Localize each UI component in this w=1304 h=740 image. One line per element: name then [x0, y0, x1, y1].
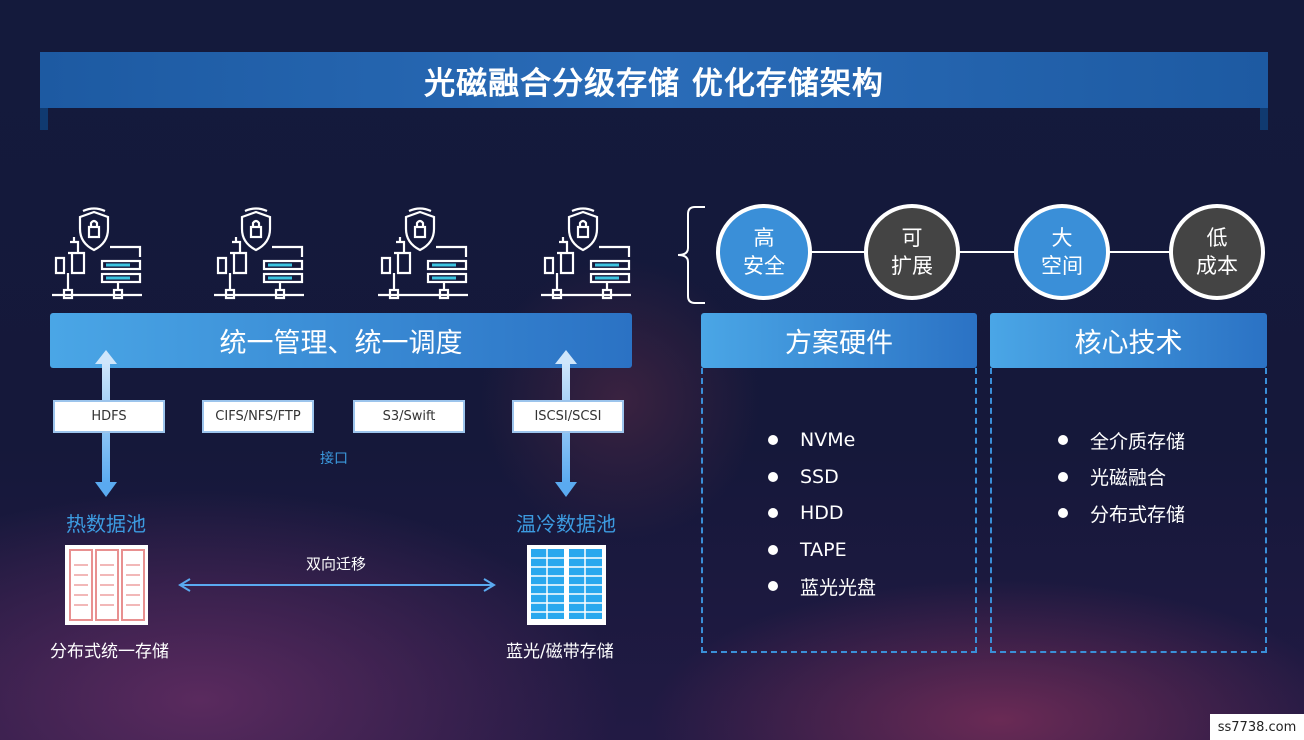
item-text: NVMe [800, 429, 856, 452]
migration-arrow [178, 578, 496, 592]
title-banner: 光磁融合分级存储 优化存储架构 [40, 52, 1268, 108]
feature-large-space: 大空间 [1014, 204, 1110, 300]
hardware-panel [701, 368, 977, 653]
interface-label-text: 接口 [320, 451, 348, 467]
bullet-icon [1058, 508, 1068, 519]
list-item: 蓝光光盘 [768, 568, 876, 605]
bullet-icon [768, 435, 778, 446]
bullet-icon [1058, 435, 1068, 446]
list-item: 分布式存储 [1058, 495, 1185, 532]
item-text: 蓝光光盘 [800, 576, 877, 599]
interface-hdfs: HDFS [53, 400, 165, 433]
feature-line2: 空间 [1041, 254, 1083, 278]
migration-label: 双向迁移 [306, 555, 367, 573]
interface-iscsi-scsi: ISCSI/SCSI [512, 400, 624, 433]
tech-title: 核心技术 [1074, 328, 1183, 359]
interface-label: HDFS [91, 409, 127, 424]
bullet-icon [768, 581, 778, 592]
item-text: 光磁融合 [1090, 467, 1167, 490]
feature-high-security: 高安全 [716, 204, 812, 300]
banner-fold-right [1260, 108, 1268, 130]
list-item: 全介质存储 [1058, 422, 1185, 459]
interface-cifs-nfs-ftp: CIFS/NFS/FTP [202, 400, 314, 433]
hardware-header: 方案硬件 [701, 313, 977, 368]
page-title: 光磁融合分级存储 优化存储架构 [424, 65, 884, 102]
management-bar-label: 统一管理、统一调度 [219, 328, 463, 359]
feature-line1: 低 [1206, 226, 1228, 250]
tech-list: 全介质存储 光磁融合 分布式存储 [1058, 422, 1185, 532]
list-item: SSD [768, 459, 876, 496]
feature-line2: 安全 [743, 254, 785, 278]
tech-panel [990, 368, 1267, 653]
feature-line1: 大 [1051, 226, 1073, 250]
secure-server-icon [541, 205, 633, 305]
tech-header: 核心技术 [990, 313, 1267, 368]
feature-scalable: 可扩展 [864, 204, 960, 300]
cold-storage-label: 蓝光/磁带存储 [506, 642, 614, 662]
interface-s3-swift: S3/Swift [353, 400, 465, 433]
management-bar: 统一管理、统一调度 [50, 313, 632, 368]
hardware-title: 方案硬件 [785, 328, 893, 359]
feature-low-cost: 低成本 [1169, 204, 1265, 300]
racks [65, 545, 606, 625]
hot-pool-label: 热数据池 [66, 512, 146, 536]
banner-fold-left [40, 108, 48, 130]
interface-label: ISCSI/SCSI [534, 409, 602, 424]
hot-storage-label: 分布式统一存储 [50, 642, 169, 662]
bracket [677, 206, 705, 304]
list-item: TAPE [768, 532, 876, 569]
bullet-icon [768, 471, 778, 482]
interface-label: S3/Swift [382, 409, 436, 424]
feature-line1: 高 [753, 226, 775, 250]
list-item: HDD [768, 495, 876, 532]
item-text: 分布式存储 [1090, 503, 1186, 526]
bullet-icon [768, 508, 778, 519]
interface-label: CIFS/NFS/FTP [215, 409, 301, 424]
feature-line1: 可 [901, 226, 923, 250]
item-text: SSD [800, 465, 839, 488]
feature-line2: 成本 [1196, 254, 1238, 278]
bullet-icon [768, 544, 778, 555]
item-text: HDD [800, 502, 844, 525]
cold-pool-label: 温冷数据池 [516, 512, 616, 536]
watermark: ss7738.com [1210, 714, 1304, 740]
list-item: 光磁融合 [1058, 459, 1185, 496]
item-text: 全介质存储 [1090, 430, 1186, 453]
item-text: TAPE [800, 538, 847, 561]
hardware-list: NVMe SSD HDD TAPE 蓝光光盘 [768, 422, 876, 605]
bullet-icon [1058, 471, 1068, 482]
secure-server-icon [52, 205, 144, 305]
secure-server-icon [378, 205, 470, 305]
list-item: NVMe [768, 422, 876, 459]
secure-server-icon [214, 205, 306, 305]
feature-line2: 扩展 [891, 254, 933, 278]
